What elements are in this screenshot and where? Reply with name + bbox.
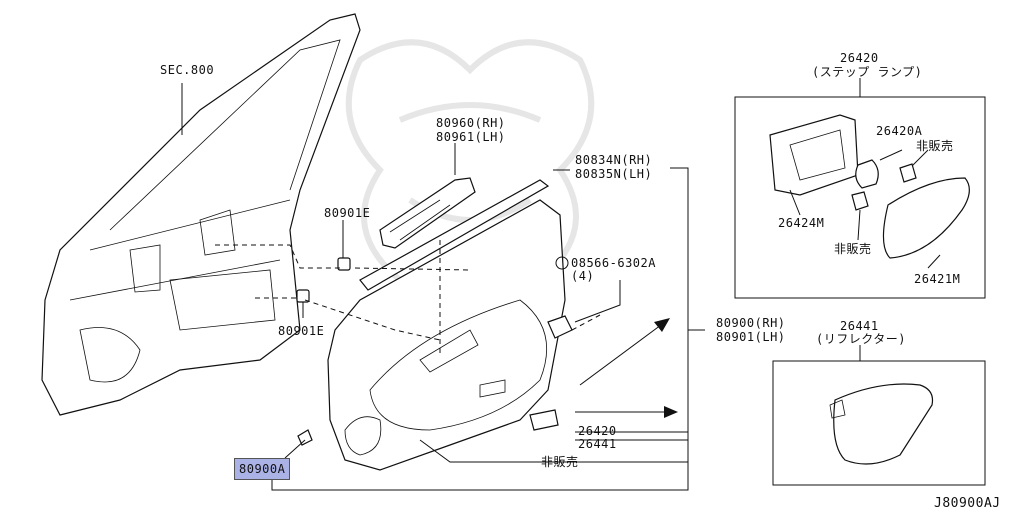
arrows — [575, 318, 678, 418]
label-26420a: 26420A — [876, 124, 923, 138]
reflector-box — [772, 345, 986, 486]
dashed-refs — [215, 240, 601, 355]
box1-code: 26420 — [840, 51, 879, 65]
label-26424m: 26424M — [778, 216, 825, 230]
label-sec800: SEC.800 — [160, 63, 215, 77]
label-80834n: 80834N(RH) — [575, 153, 653, 167]
label-80960: 80960(RH) — [436, 116, 506, 130]
label-not-for-sale-1: 非販売 — [916, 139, 954, 153]
label-08566-qty: (4) — [571, 269, 595, 283]
label-not-for-sale-2: 非販売 — [834, 242, 872, 256]
label-80901e-bottom: 80901E — [278, 324, 325, 338]
label-not-for-sale-main: 非販売 — [541, 455, 579, 469]
label-80900a[interactable]: 80900A — [234, 458, 291, 480]
window-switch-80960 — [379, 177, 476, 249]
label-80901e-top: 80901E — [324, 206, 371, 220]
label-26441-mid: 26441 — [578, 437, 617, 451]
circle-s-icon — [555, 256, 569, 270]
label-80961: 80961(LH) — [436, 130, 506, 144]
step-lamp-box — [734, 78, 986, 299]
label-80835n: 80835N(LH) — [575, 167, 653, 181]
box1-name: (ステップ ランプ) — [812, 65, 923, 79]
box2-code: 26441 — [840, 319, 879, 333]
door-trim-panel — [327, 199, 566, 471]
moulding-80834n — [359, 179, 550, 291]
diagram-code: J80900AJ — [934, 496, 1001, 511]
label-80901: 80901(LH) — [716, 330, 786, 344]
door-frame — [41, 13, 361, 416]
box2-name: (リフレクター) — [816, 332, 906, 346]
label-26421m: 26421M — [914, 272, 961, 286]
leader-lines — [181, 83, 705, 491]
label-80900: 80900(RH) — [716, 316, 786, 330]
label-26420-mid: 26420 — [578, 424, 617, 438]
label-08566: 08566-6302A — [571, 256, 656, 270]
